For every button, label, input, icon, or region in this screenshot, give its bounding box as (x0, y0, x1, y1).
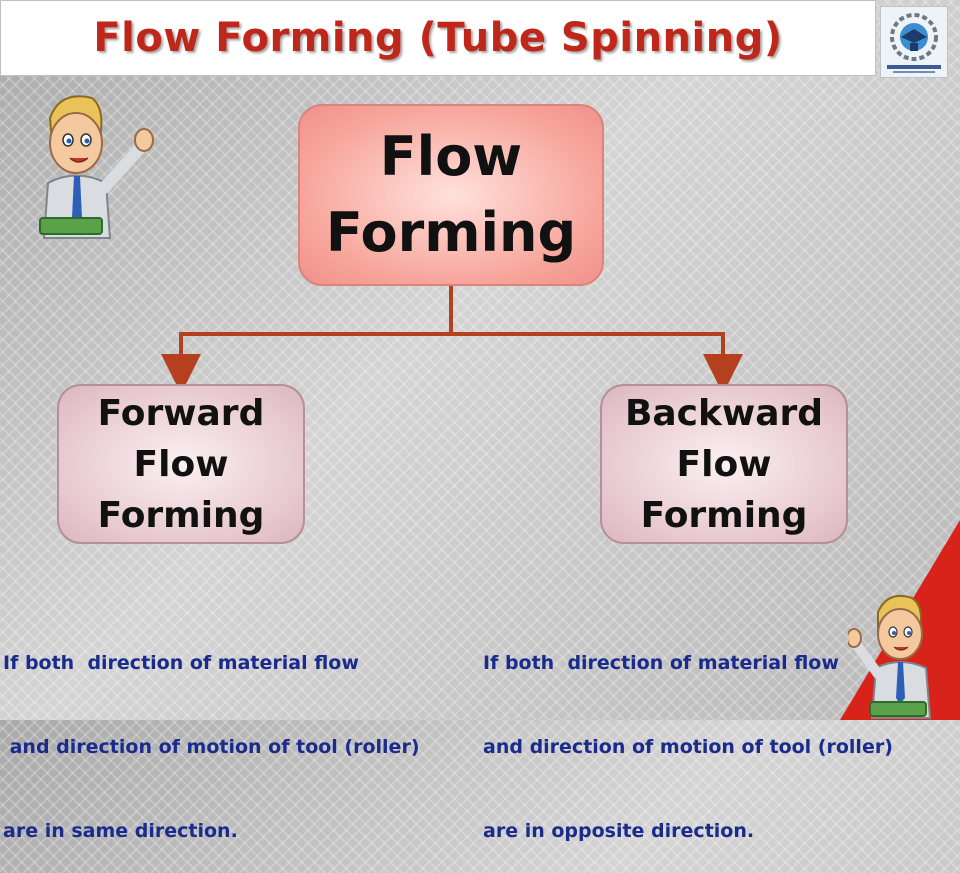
node-label-line: Forward (97, 392, 265, 434)
tutorial-logo-icon (880, 6, 948, 78)
node-label-line: Flow (676, 443, 772, 485)
teacher-cartoon-icon (39, 95, 154, 239)
node-label-line: Forming (97, 494, 265, 536)
title-bar: Flow Forming (Tube Spinning) (0, 0, 876, 76)
node-label-line: Flow (133, 443, 229, 485)
connector-lines (161, 286, 743, 394)
node-label-line: Flow (379, 125, 523, 188)
node-label-line: Backward (624, 392, 824, 434)
forward-description: If both direction of material flow and d… (3, 593, 420, 873)
description-line: are in opposite direction. (483, 820, 755, 842)
node-label-line: Forming (325, 201, 577, 264)
description-line: If both direction of material flow (3, 652, 359, 674)
node-label-line: Forming (640, 494, 808, 536)
teacher-cartoon-icon (848, 594, 932, 719)
page-title: Flow Forming (Tube Spinning) (93, 15, 783, 61)
backward-description: If both direction of material flow and d… (483, 593, 893, 873)
description-line: If both direction of material flow (483, 652, 839, 674)
description-line: and direction of motion of tool (roller) (3, 736, 420, 758)
description-line: are in same direction. (3, 820, 238, 842)
node-flow-forming: Flow Forming (298, 104, 604, 286)
node-backward-flow-forming: Backward Flow Forming (600, 384, 848, 544)
description-line: and direction of motion of tool (roller) (483, 736, 893, 758)
node-forward-flow-forming: Forward Flow Forming (57, 384, 305, 544)
